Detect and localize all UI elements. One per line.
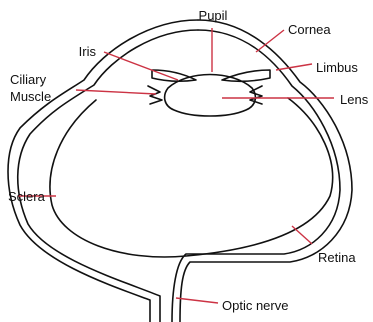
label-sclera: Sclera — [8, 189, 46, 204]
ciliary-muscle-left — [148, 86, 162, 104]
iris-left — [152, 70, 196, 81]
label-ciliary-muscle-line2: Muscle — [10, 89, 51, 104]
pointer-ciliary-muscle — [76, 90, 156, 94]
labels: Pupil Cornea Iris Limbus Ciliary Muscle … — [8, 8, 369, 313]
label-limbus: Limbus — [316, 60, 358, 75]
pointer-limbus — [276, 64, 312, 70]
label-pupil: Pupil — [199, 8, 228, 23]
iris-right — [222, 70, 270, 81]
label-optic-nerve: Optic nerve — [222, 298, 288, 313]
pointer-retina — [292, 226, 312, 244]
label-ciliary-muscle-line1: Ciliary — [10, 72, 47, 87]
label-cornea: Cornea — [288, 22, 331, 37]
retina-wall — [50, 98, 333, 257]
sclera-outer-left — [8, 20, 198, 322]
label-retina: Retina — [318, 250, 356, 265]
pointer-optic-nerve — [176, 298, 218, 303]
label-lens: Lens — [340, 92, 369, 107]
label-iris: Iris — [79, 44, 97, 59]
pointer-iris — [104, 52, 178, 80]
sclera-inner-right — [172, 30, 340, 322]
lens — [165, 75, 256, 117]
